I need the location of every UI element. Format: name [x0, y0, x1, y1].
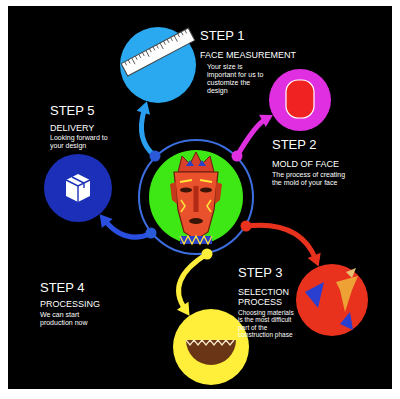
outer-ring [139, 140, 253, 254]
step-description: We can start production now [40, 311, 102, 327]
arrow-head [308, 253, 321, 267]
step-description: The process of creating the mold of your… [272, 171, 352, 187]
arrow-head [177, 302, 190, 316]
step-description: Looking forward to your design [50, 134, 112, 150]
arrow-line [237, 119, 266, 156]
step-title: PROCESSING [40, 299, 140, 309]
arrow-line [141, 109, 155, 156]
step-disc [269, 69, 331, 131]
step-disc [173, 309, 249, 385]
step-number: STEP 1 [200, 29, 300, 44]
step-disc [120, 27, 196, 103]
ring-dot [202, 249, 213, 260]
step-title: FACE MEASUREMENT [200, 50, 310, 60]
arrow-connector [177, 254, 207, 316]
arrow-head [137, 101, 150, 115]
arrow-head [100, 214, 113, 228]
arrow-connector [237, 115, 273, 156]
mold-shape [286, 80, 314, 118]
step-number: STEP 4 [40, 281, 140, 296]
step-disc [44, 154, 112, 222]
step-description: Choosing materials is the most difficult… [238, 309, 294, 339]
step-number: STEP 5 [50, 104, 150, 119]
step-disc [296, 264, 368, 336]
arrow-connector [137, 101, 155, 156]
step-number: STEP 3 [238, 266, 298, 281]
ring-dot [241, 221, 252, 232]
arrow-connector [246, 225, 320, 266]
ring-dot [150, 151, 161, 162]
step-title: SELECTION PROCESS [238, 287, 296, 308]
step-title: DELIVERY [50, 123, 150, 133]
step-description: Your size is important for us to customi… [207, 63, 267, 95]
center-disc [149, 150, 243, 244]
step-number: STEP 2 [272, 138, 372, 153]
arrow-line [105, 220, 151, 237]
ring-dot [232, 151, 243, 162]
circle-outline [296, 264, 368, 336]
ring-dot [146, 228, 157, 239]
arrow-line [246, 225, 315, 259]
step-circle: STEP 3SELECTION PROCESSChoosing material… [296, 264, 368, 336]
step-title: MOLD OF FACE [272, 159, 382, 169]
arrow-line [179, 254, 208, 309]
arrow-head [259, 115, 273, 127]
